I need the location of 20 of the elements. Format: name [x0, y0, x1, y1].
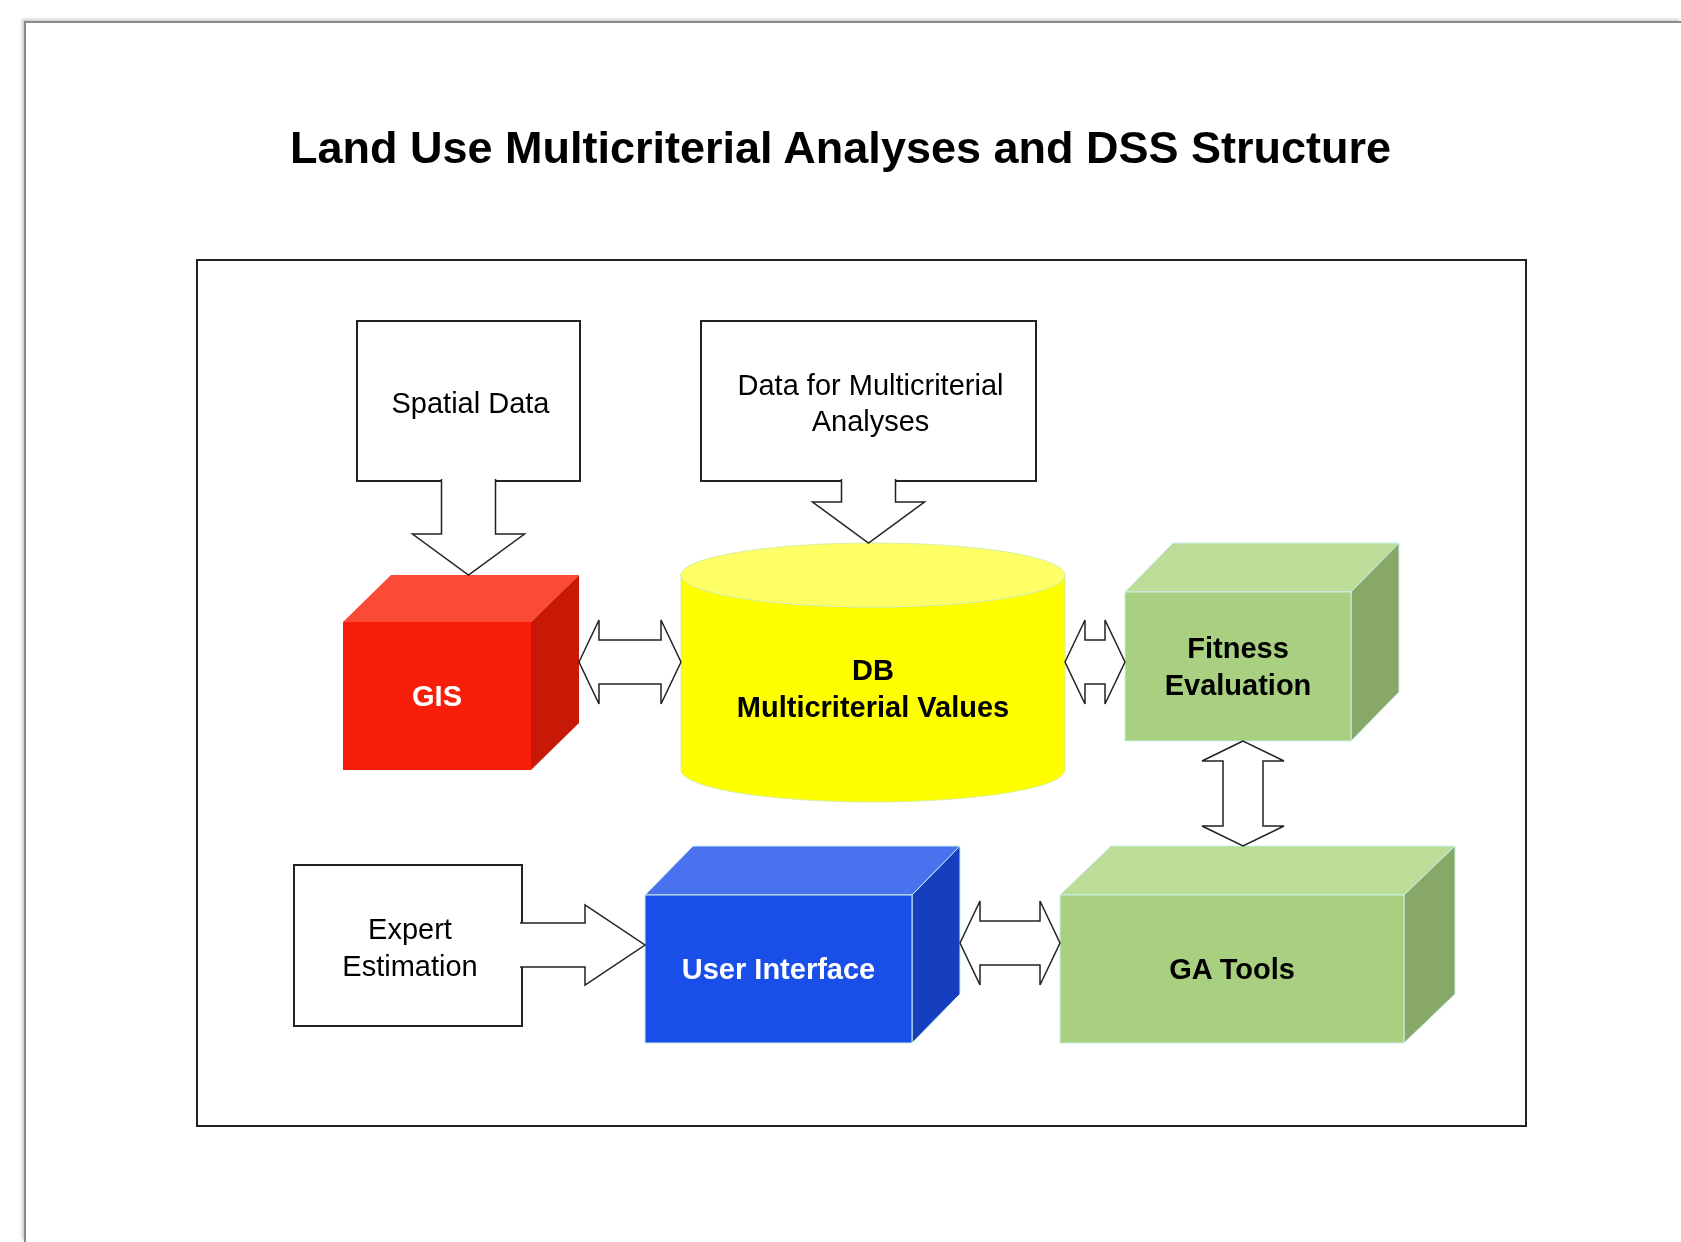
block-arrow [959, 900, 1061, 986]
diagram-title: Land Use Multicriterial Analyses and DSS Structure [289, 122, 1392, 174]
node-label: Spatial Data [391, 385, 550, 421]
node-label: DB [852, 653, 894, 689]
node-label: GIS [412, 678, 462, 714]
block-arrow [810, 478, 927, 544]
node-label: Multicriterial Values [736, 689, 1010, 725]
block-arrow [1201, 740, 1285, 847]
callout-box [356, 320, 581, 482]
node-label: User Interface [681, 951, 876, 987]
callout-box [293, 864, 523, 1027]
node-label: Data for Multicriterial Analyses [736, 367, 1005, 439]
block-arrow [1064, 619, 1126, 705]
block-arrow [578, 619, 682, 705]
node-label: Fitness Evaluation [1163, 631, 1313, 703]
node-label: GA Tools [1169, 951, 1295, 987]
block-arrow [519, 903, 647, 987]
callout-box [700, 320, 1037, 482]
block-arrow [410, 478, 527, 576]
node-label: Expert Estimation [341, 912, 479, 984]
